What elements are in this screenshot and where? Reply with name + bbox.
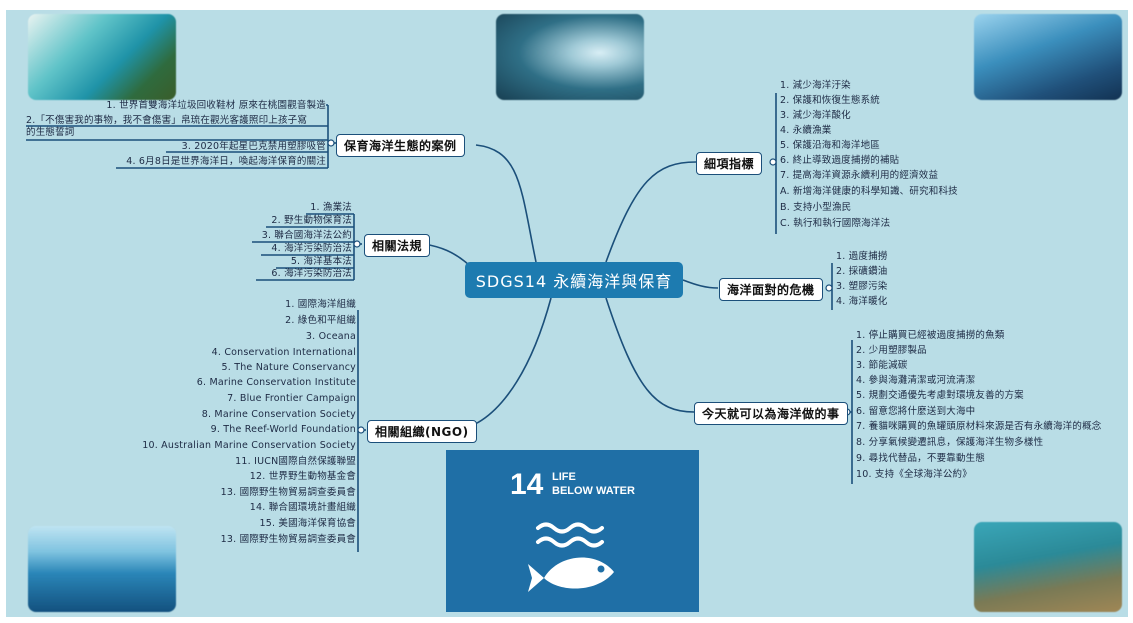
list-item: 4. 海洋污染防治法 <box>271 243 352 254</box>
list-item: 7. 提高海洋資源永續利用的經濟效益 <box>780 170 939 181</box>
fish-waves-icon <box>528 522 614 592</box>
list-item: 2. 綠色和平組織 <box>285 315 356 326</box>
list-item: 3. 塑膠污染 <box>836 281 888 292</box>
sdg-number: 14 <box>510 468 544 501</box>
list-item: 2. 保護和恢復生態系統 <box>780 95 880 106</box>
list-item: 3. 減少海洋酸化 <box>780 110 851 121</box>
list-item: 1. 減少海洋汙染 <box>780 80 851 91</box>
list-item: B. 支持小型漁民 <box>780 202 852 213</box>
list-item: 5. 規劃交通優先考慮對環境友善的方案 <box>856 390 1024 401</box>
sdg14-logo: 14 LIFE BELOW WATER <box>446 450 699 612</box>
list-item: 2.「不傷害我的事物，我不會傷害」帛琉在觀光客護照印上孩子寫 <box>26 115 308 126</box>
branch-conservation-cases[interactable]: 保育海洋生態的案例 <box>336 134 465 157</box>
list-item: 9. The Reef-World Foundation <box>210 424 356 435</box>
list-item: 5. 保護沿海和海洋地區 <box>780 140 880 151</box>
list-item: 5. The Nature Conservancy <box>221 362 356 373</box>
branch-ocean-crisis[interactable]: 海洋面對的危機 <box>719 278 823 301</box>
list-item: 9. 尋找代替品，不要靠動生態 <box>856 453 986 464</box>
list-item: 5. 海洋基本法 <box>290 256 352 267</box>
list-item: 1. 國際海洋組織 <box>285 299 356 310</box>
list-item: 的生態誓詞 <box>26 127 75 138</box>
list-item: 13. 國際野生物貿易調查委員會 <box>220 534 356 545</box>
branch-detailed-targets[interactable]: 細項指標 <box>696 152 763 175</box>
list-item: 4. 永續漁業 <box>780 125 832 136</box>
list-item: 2. 少用塑膠製品 <box>856 345 927 356</box>
list-item: A. 新增海洋健康的科學知識、研究和科技 <box>780 186 958 197</box>
branch-related-laws[interactable]: 相關法規 <box>364 234 431 257</box>
sdg-title: LIFE BELOW WATER <box>552 471 635 497</box>
list-item: 6. 留意您將什麼送到大海中 <box>856 406 976 417</box>
list-item: 4. 海洋暖化 <box>836 296 888 307</box>
list-item: 10. 支持《全球海洋公約》 <box>856 469 972 480</box>
list-item: 7. Blue Frontier Campaign <box>227 393 356 404</box>
list-item: 6. 終止導致過度捕撈的補貼 <box>780 155 900 166</box>
list-item: 4. Conservation International <box>211 347 356 358</box>
list-item: 3. 2020年起星巴克禁用塑膠吸管 <box>181 141 326 152</box>
list-item: 12. 世界野生動物基金會 <box>249 471 356 482</box>
list-item: 6. 海洋污染防治法 <box>271 268 352 279</box>
list-item: 2. 野生動物保育法 <box>271 215 352 226</box>
list-item: 14. 聯合國環境計畫組織 <box>249 502 356 513</box>
list-item: 11. IUCN國際自然保護聯盟 <box>235 456 356 467</box>
list-item: 1. 過度捕撈 <box>836 251 888 262</box>
coral-reef-photo <box>974 522 1122 612</box>
list-item: 2. 採礦鑽油 <box>836 266 888 277</box>
plastic-pollution-photo <box>496 14 644 100</box>
list-item: 8. Marine Conservation Society <box>201 409 356 420</box>
coastline-photo <box>28 14 176 100</box>
list-item: 8. 分享氣候變遷訊息，保護海洋生物多樣性 <box>856 437 1044 448</box>
open-ocean-photo <box>28 526 176 612</box>
list-item: 4. 參與海灘清潔或河流清潔 <box>856 375 976 386</box>
list-item: 1. 漁業法 <box>310 202 352 213</box>
list-item: 15. 美國海洋保育協會 <box>259 518 356 529</box>
list-item: 1. 世界首雙海洋垃圾回收鞋材 原來在桃園觀音製造 <box>106 100 326 111</box>
mindmap-canvas: 14 LIFE BELOW WATER SDGS14 永續海洋與保育 保育海洋生… <box>6 10 1128 617</box>
list-item: 3. Oceana <box>305 331 356 342</box>
list-item: 13. 國際野生物貿易調查委員會 <box>220 487 356 498</box>
branch-related-ngos[interactable]: 相關組織(NGO) <box>367 420 477 443</box>
marine-life-photo <box>974 14 1122 100</box>
list-item: 3. 聯合國海洋法公約 <box>261 230 352 241</box>
list-item: 6. Marine Conservation Institute <box>196 377 356 388</box>
list-item: 1. 停止購買已經被過度捕撈的魚類 <box>856 330 1005 341</box>
list-item: C. 執行和執行國際海洋法 <box>780 218 891 229</box>
list-item: 10. Australian Marine Conservation Socie… <box>142 440 356 451</box>
list-item: 3. 節能減碳 <box>856 360 908 371</box>
central-topic[interactable]: SDGS14 永續海洋與保育 <box>465 262 683 298</box>
list-item: 4. 6月8日是世界海洋日，喚起海洋保育的關注 <box>126 156 326 167</box>
branch-actions-today[interactable]: 今天就可以為海洋做的事 <box>694 402 848 425</box>
list-item: 7. 養貓咪購買的魚罐頭原材料來源是否有永續海洋的概念 <box>856 421 1102 432</box>
